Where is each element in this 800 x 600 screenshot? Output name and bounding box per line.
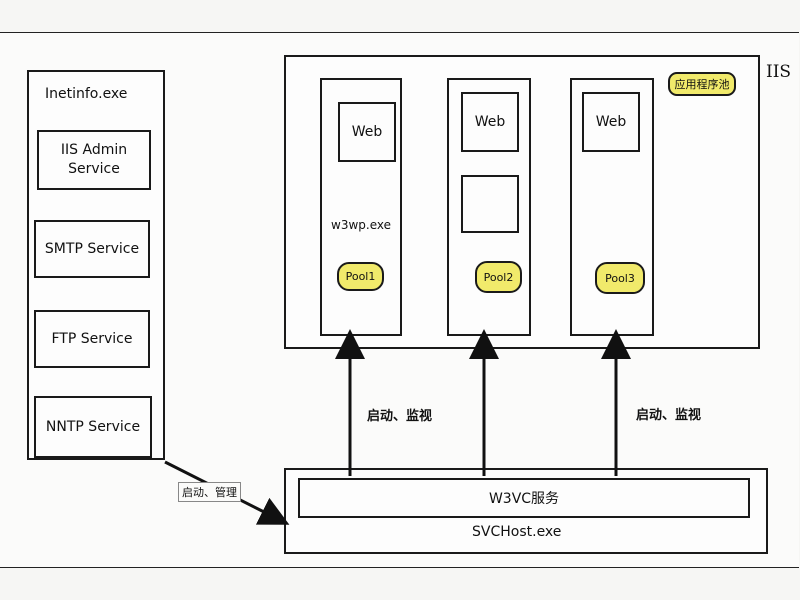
web-label: Web [351, 124, 383, 140]
edge-label-start-monitor-right: 启动、监视 [636, 408, 702, 423]
web-box-3: Web [582, 92, 640, 152]
web-label: Web [595, 114, 627, 130]
service-label: FTP Service [51, 331, 133, 347]
iis-title: IIS [766, 62, 792, 82]
empty-box-2 [461, 175, 519, 233]
service-box-smtp: SMTP Service [34, 220, 150, 278]
w3wp-label: w3wp.exe [331, 218, 391, 232]
service-box-iis-admin: IIS Admin Service [37, 130, 151, 190]
app-pool-legend: 应用程序池 [668, 72, 736, 96]
service-label: NNTP Service [45, 419, 141, 435]
edge-label-start-manage: 启动、管理 [178, 482, 241, 502]
pool-badge-1: Pool1 [337, 262, 384, 291]
web-box-2: Web [461, 92, 519, 152]
w3vc-label: W3VC服务 [488, 491, 560, 507]
service-box-ftp: FTP Service [34, 310, 150, 368]
edge-label-start-monitor-left: 启动、监视 [367, 409, 433, 424]
web-box-1: Web [338, 102, 396, 162]
service-box-nntp: NNTP Service [34, 396, 152, 458]
pool-badge-3: Pool3 [595, 262, 645, 294]
service-label: SMTP Service [44, 241, 140, 257]
svchost-label: SVCHost.exe [472, 524, 562, 540]
pool-badge-2: Pool2 [475, 261, 522, 293]
w3vc-service-box: W3VC服务 [298, 478, 750, 518]
service-label: IIS Admin Service [60, 142, 128, 177]
inetinfo-title: Inetinfo.exe [45, 86, 128, 102]
web-label: Web [474, 114, 506, 130]
